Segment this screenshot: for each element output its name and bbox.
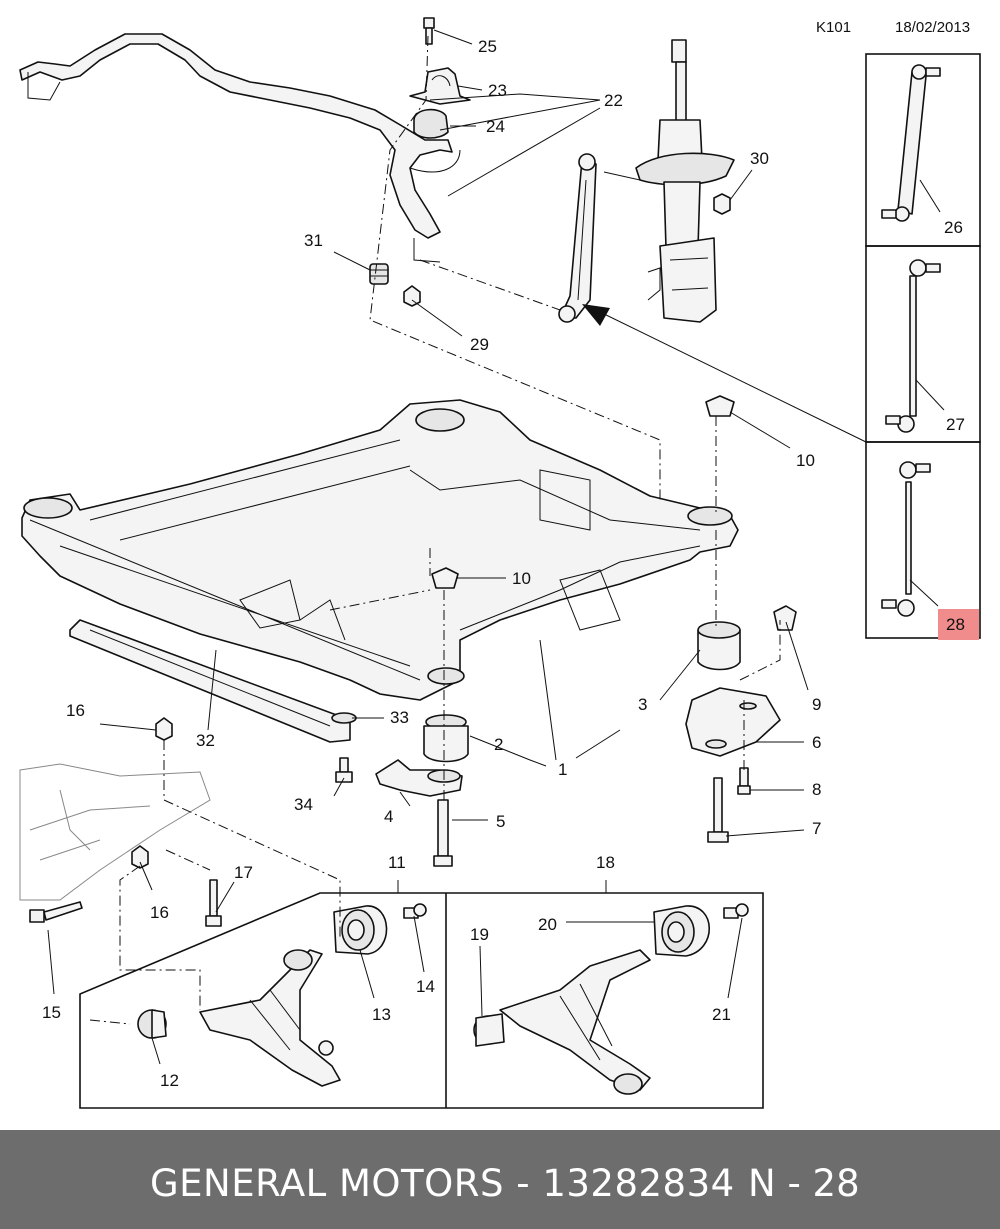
callout-31: 31 [304, 231, 323, 250]
callout-24: 24 [486, 117, 505, 136]
bolt-17 [205, 879, 222, 927]
footer-title: GENERAL MOTORS - 13282834 [150, 1162, 735, 1205]
diagram-date: 18/02/2013 [895, 19, 970, 36]
callout-20: 20 [538, 915, 557, 934]
callout-4: 4 [384, 807, 393, 826]
footer-code: N - 28 [748, 1162, 860, 1205]
assembly-line-9 [739, 620, 781, 770]
bushing-12 [137, 1009, 167, 1039]
assembly-line-8 [89, 849, 211, 1025]
spring-nut-31 [369, 263, 389, 285]
callout-5: 5 [496, 812, 505, 831]
assembly-line-7 [119, 865, 201, 1010]
callout-6: 6 [812, 733, 821, 752]
callout-10-lower: 10 [512, 569, 531, 588]
bolt-25 [423, 17, 435, 45]
link-28 [881, 461, 931, 617]
callout-10-upper: 10 [796, 451, 815, 470]
callout-27: 27 [946, 415, 965, 434]
clip-9 [773, 605, 797, 631]
diagram-ref: K101 [816, 19, 851, 36]
bolt-7 [707, 777, 729, 843]
arrow-head [582, 304, 610, 326]
assembly-line-4 [329, 548, 431, 611]
callout-12: 12 [160, 1071, 179, 1090]
arrow-line [599, 311, 867, 443]
assembly-line-1 [369, 35, 661, 500]
callout-8: 8 [812, 780, 821, 799]
bolt-34 [335, 757, 353, 783]
footer-bar [0, 1130, 1000, 1229]
callout-11: 11 [388, 853, 406, 872]
nut-30 [713, 193, 731, 215]
callout-28: 28 [946, 615, 965, 634]
callout-30: 30 [750, 149, 769, 168]
nut-29 [403, 285, 421, 307]
bushing-2 [423, 714, 469, 763]
callout-15: 15 [42, 1003, 61, 1022]
bushing-20 [653, 905, 710, 957]
callout-21: 21 [712, 1005, 731, 1024]
bolt-14 [403, 903, 427, 919]
callout-16-lower: 16 [150, 903, 169, 922]
control-arm-11 [199, 949, 341, 1087]
panel-link-27 [865, 245, 981, 443]
assembly-line-2 [419, 259, 561, 311]
vehicle-body-ghost [19, 763, 211, 901]
callout-13: 13 [372, 1005, 391, 1024]
clip-10-upper [705, 395, 735, 417]
callout-25: 25 [478, 37, 497, 56]
subframe [21, 399, 739, 701]
assembly-line-6 [163, 740, 341, 940]
strip-32 [69, 619, 351, 743]
callout-22: 22 [604, 91, 623, 110]
callout-1: 1 [558, 760, 567, 779]
callout-9: 9 [812, 695, 821, 714]
callout-26: 26 [944, 218, 963, 237]
clip-10-lower [431, 567, 459, 589]
callout-2: 2 [494, 735, 503, 754]
bolt-8 [737, 767, 751, 795]
nut-16-lower [131, 845, 149, 869]
control-arm-18 [499, 949, 651, 1095]
callout-34: 34 [294, 795, 313, 814]
highlight-part-28 [938, 609, 979, 640]
panel-link-28 [865, 441, 981, 639]
callout-32: 32 [196, 731, 215, 750]
callout-23: 23 [488, 81, 507, 100]
stabilizer-link [558, 153, 597, 323]
link-26 [881, 64, 941, 222]
strut-assembly [635, 39, 735, 323]
leader-lines [47, 29, 945, 1065]
bushing-24 [413, 108, 449, 139]
bolt-5 [433, 799, 453, 867]
bracket-4 [375, 759, 463, 797]
callout-16-upper: 16 [66, 701, 85, 720]
bolt-15 [29, 901, 83, 923]
bar-clamp [413, 238, 441, 263]
callout-19: 19 [470, 925, 489, 944]
bushing-3 [697, 621, 741, 671]
bushing-13 [333, 905, 388, 955]
callout-18: 18 [596, 853, 615, 872]
stabilizer-bar [19, 33, 461, 239]
bracket-6 [685, 687, 781, 757]
callout-7: 7 [812, 819, 821, 838]
exploded-parts-diagram: K101 18/02/2013 [19, 17, 981, 1109]
nut-16-upper [155, 717, 173, 741]
callout-14: 14 [416, 977, 435, 996]
callout-33: 33 [390, 708, 409, 727]
callout-17: 17 [234, 863, 253, 882]
bushing-19 [473, 1013, 505, 1047]
frame-control-arm [79, 892, 764, 1109]
link-27 [885, 259, 941, 433]
bolt-21 [723, 903, 749, 919]
callout-3: 3 [638, 695, 647, 714]
callout-29: 29 [470, 335, 489, 354]
